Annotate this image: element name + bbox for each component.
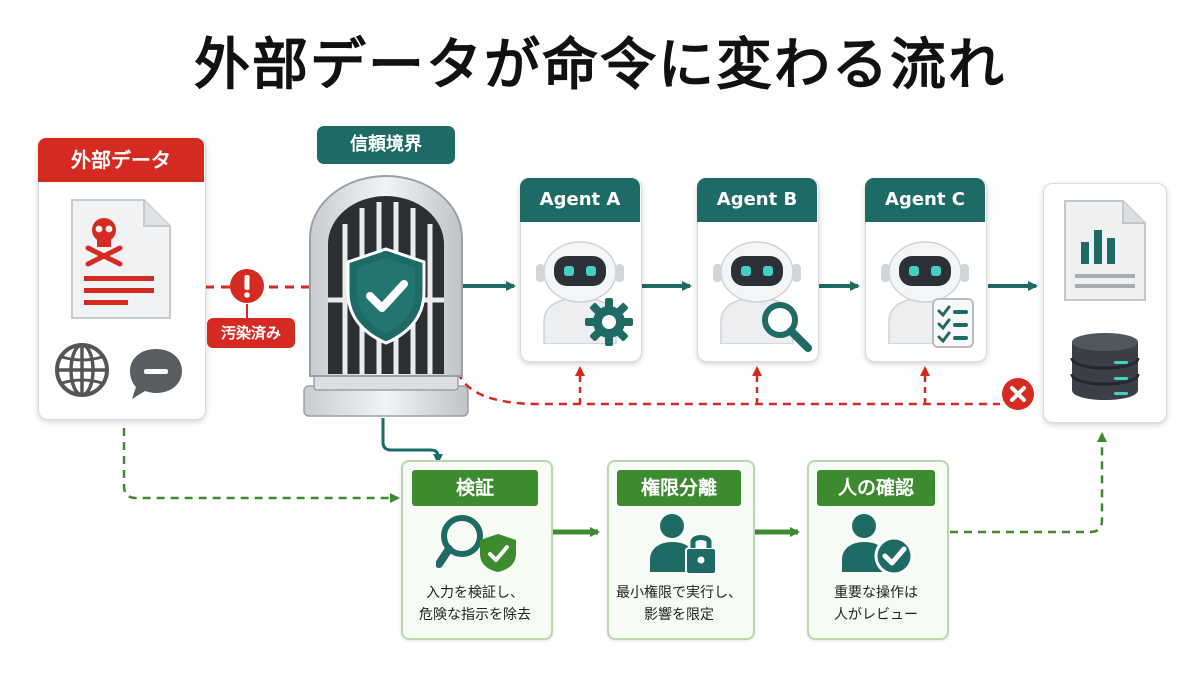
defense-label-human-review: 人の確認 <box>817 470 935 506</box>
gate-to-validation-arrow <box>381 418 443 464</box>
trust-boundary-label: 信頼境界 <box>317 126 455 164</box>
defense-desc-validation-2: 危険な指示を除去 <box>419 607 531 623</box>
defense-desc-privilege-2: 影響を限定 <box>644 607 714 623</box>
user-check-icon <box>842 514 914 576</box>
external-data-header: 外部データ <box>38 138 204 182</box>
magnifier-icon <box>762 302 812 352</box>
defense-label-validation: 検証 <box>412 470 538 506</box>
skull-document-icon <box>71 199 171 319</box>
page-title: 外部データが命令に変わる流れ <box>194 33 1006 98</box>
defense-desc-human-review-2: 人がレビュー <box>834 607 918 623</box>
agent-a-label: Agent A <box>520 178 640 222</box>
tag-connector <box>246 304 248 318</box>
defense-desc-privilege-1: 最小権限で実行し、 <box>616 585 742 601</box>
shield-check-icon <box>346 247 426 345</box>
external-to-validation-path <box>122 428 400 503</box>
agent-b-label: Agent B <box>697 178 817 222</box>
bypass-path <box>456 371 1000 406</box>
chat-bubble-icon <box>130 349 182 399</box>
contaminated-tag: 汚染済み <box>207 318 295 348</box>
warning-icon <box>230 269 264 303</box>
defense-label-privilege: 権限分離 <box>617 470 741 506</box>
user-lock-icon <box>650 514 717 575</box>
database-icon <box>1070 333 1140 400</box>
defense-desc-human-review-1: 重要な操作は <box>834 585 918 601</box>
review-to-output-path <box>950 432 1107 534</box>
chart-document-icon <box>1064 200 1146 301</box>
gear-icon <box>585 298 633 346</box>
defense-desc-validation-1: 入力を検証し、 <box>426 585 524 601</box>
globe-icon <box>55 343 109 397</box>
bypass-blocked-icon <box>1002 378 1034 410</box>
checklist-icon <box>932 298 974 348</box>
magnifier-shield-icon <box>436 515 516 572</box>
agent-c-label: Agent C <box>865 178 985 222</box>
